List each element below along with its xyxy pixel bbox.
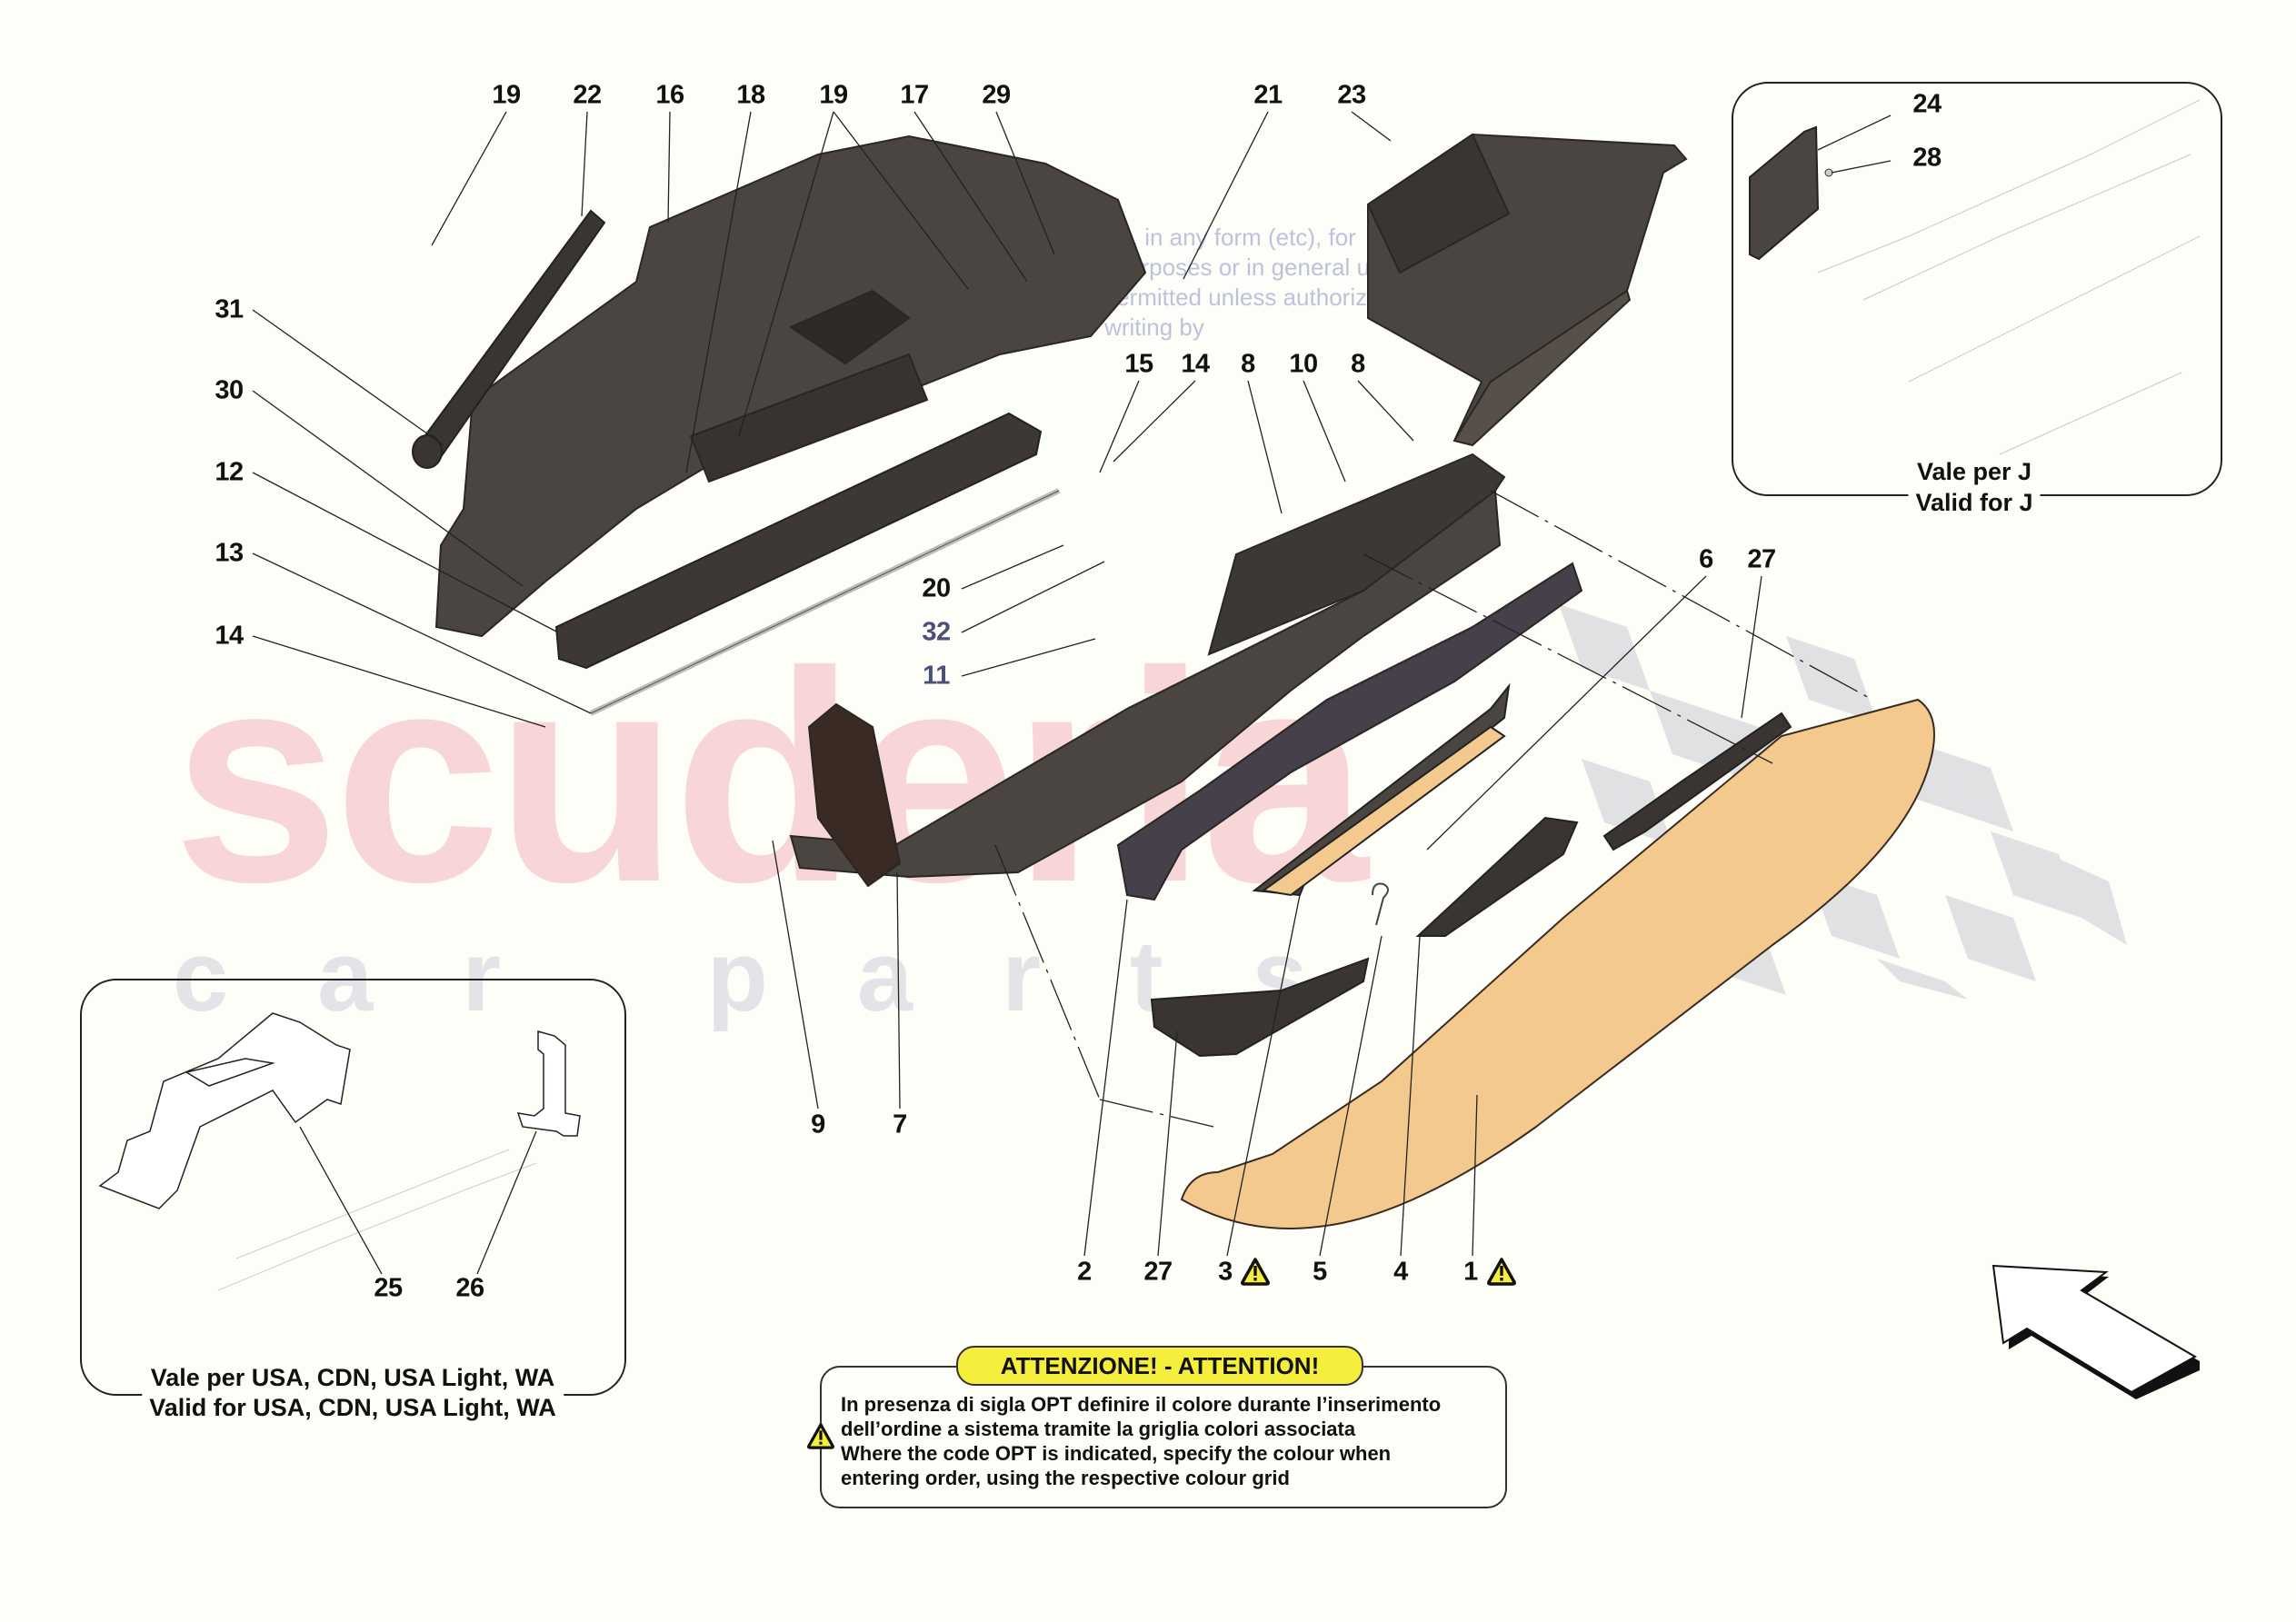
attention-text: In presenza di sigla OPT definire il col… [841,1393,1442,1489]
bracket-frame-part [98,1012,351,1209]
callout-13: 13 [215,538,244,568]
storage-box-part [1366,133,1688,447]
leader-lines [252,111,1762,1257]
callout-3: 3 [1218,1257,1233,1287]
inset-usa-caption-en: Valid for USA, CDN, USA Light, WA [142,1393,564,1422]
glovebox-lid-part [789,453,1506,888]
seal-strip-part [1602,711,1792,851]
callout-18: 18 [736,80,765,110]
callout-22: 22 [573,80,602,110]
sub-watermark: car parts [173,920,1397,1032]
callout-24: 24 [1912,89,1942,119]
glovebox-housing-part [434,134,1147,638]
arrow-up-left-icon [1992,1264,2200,1399]
callout-8-b: 8 [1351,349,1365,379]
trim-strip-part [1252,682,1511,897]
callout-14: 14 [215,621,244,651]
callout-12: 12 [215,457,244,487]
callout-31: 31 [215,294,244,324]
warning-icon [807,1423,834,1449]
callout-11: 11 [923,661,950,691]
handle-part [1415,816,1579,937]
spring-part [1372,882,1389,926]
lower-trim-part [1180,698,1935,1229]
callout-7: 7 [893,1110,907,1139]
cover-plate-part [1749,125,1820,261]
warning-icon [1487,1258,1516,1286]
callout-15: 15 [1124,349,1153,379]
callout-8: 8 [1241,349,1255,379]
callout-14-b: 14 [1181,349,1210,379]
callout-27: 27 [1747,544,1776,574]
callout-19-b: 19 [819,80,848,110]
callout-23: 23 [1337,80,1366,110]
callout-5: 5 [1313,1257,1327,1287]
callout-27-b: 27 [1143,1257,1173,1287]
inset-usa-caption-it: Vale per USA, CDN, USA Light, WA [143,1363,563,1392]
callout-16: 16 [655,80,684,110]
callout-1: 1 [1463,1257,1478,1287]
filler-piece-part [1150,957,1370,1058]
callout-28: 28 [1912,143,1942,173]
callout-30: 30 [215,375,244,405]
callout-29: 29 [982,80,1011,110]
callout-25: 25 [374,1273,403,1303]
warning-icon [1241,1258,1270,1286]
inset-j-caption-en: Valid for J [1908,488,2041,517]
lower-rail-part [554,412,1043,670]
callout-20: 20 [922,573,951,603]
callout-17: 17 [900,80,929,110]
callout-4: 4 [1393,1257,1408,1287]
callout-9: 9 [811,1110,825,1139]
callout-32: 32 [922,617,951,647]
callout-2: 2 [1077,1257,1092,1287]
attention-title: ATTENZIONE! - ATTENTION! [956,1346,1363,1386]
callout-6: 6 [1699,544,1713,574]
side-panel-part [1116,562,1583,901]
callout-10: 10 [1289,349,1318,379]
callout-21: 21 [1253,80,1283,110]
support-bracket-part [516,1030,581,1137]
callout-26: 26 [455,1273,484,1303]
inset-j-caption-it: Vale per J [1909,457,2040,486]
callout-19: 19 [492,80,521,110]
damper-tube-part [412,209,606,469]
